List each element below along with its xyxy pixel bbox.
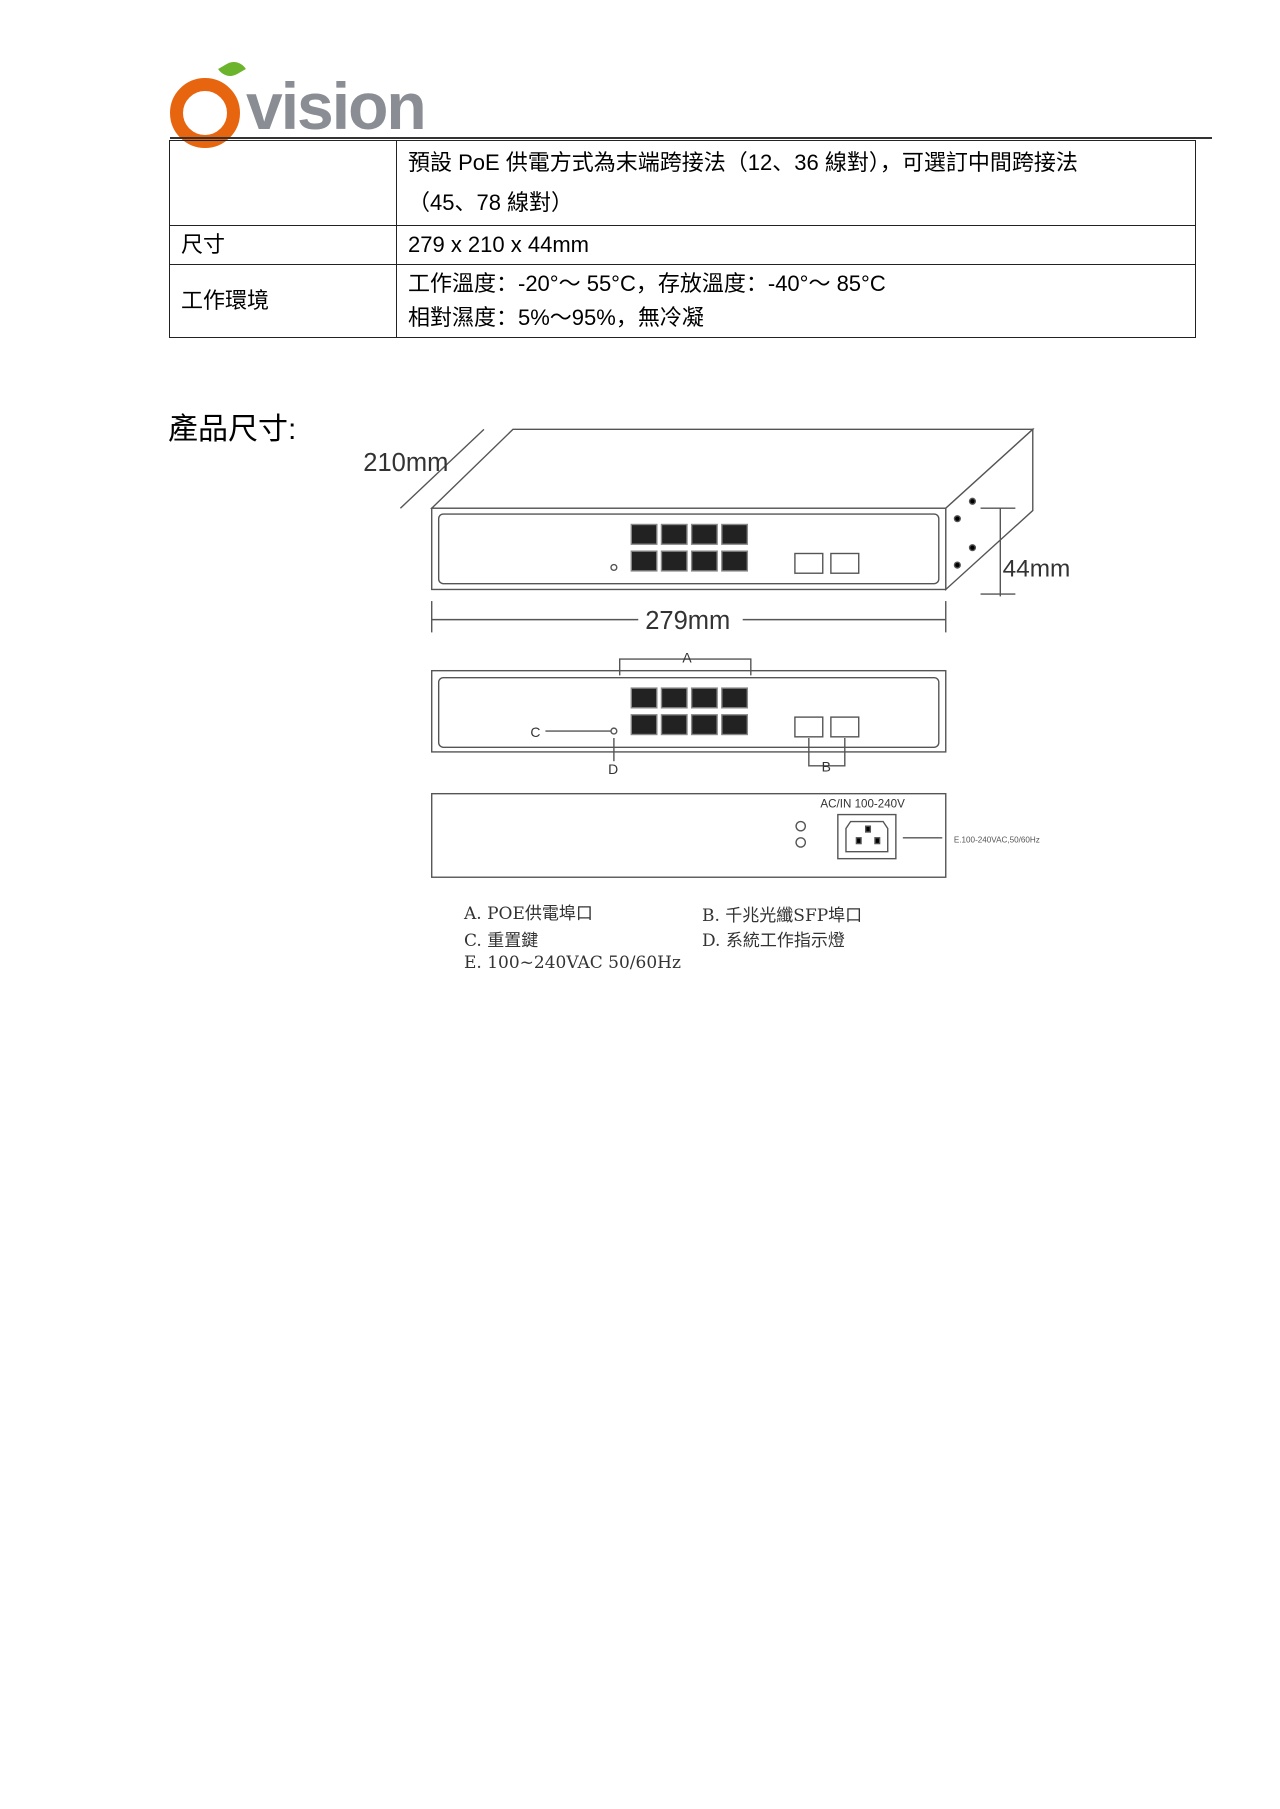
header-rule — [170, 137, 1212, 139]
value-line: 預設 PoE 供電方式為末端跨接法（12、36 線對），可選訂中間跨接法 — [408, 150, 1078, 175]
row-label — [169, 140, 397, 226]
table-row: 工作環境 工作溫度：-20°～ 55°C，存放溫度：-40°～ 85°C 相對濕… — [169, 264, 1196, 338]
height-dimension: 44mm — [980, 507, 1071, 597]
switch-front-view: A C D B — [431, 650, 947, 777]
row-value: 工作溫度：-20°～ 55°C，存放溫度：-40°～ 85°C 相對濕度：5%～… — [396, 264, 1196, 338]
value-line: （45、78 線對） — [408, 190, 574, 215]
row-value: 預設 PoE 供電方式為末端跨接法（12、36 線對），可選訂中間跨接法 （45… — [396, 140, 1196, 226]
callout-a: A — [682, 650, 692, 666]
row-label: 工作環境 — [169, 264, 397, 338]
table-row: 預設 PoE 供電方式為末端跨接法（12、36 線對），可選訂中間跨接法 （45… — [169, 140, 1196, 226]
callout-c: C — [530, 724, 540, 740]
depth-label: 210mm — [363, 449, 448, 477]
row-label: 尺寸 — [169, 225, 397, 265]
value-line: 相對濕度：5%～95%，無冷凝 — [408, 305, 704, 330]
width-label: 279mm — [645, 607, 730, 635]
table-row: 尺寸 279 x 210 x 44mm — [169, 225, 1196, 265]
callout-d: D — [608, 761, 618, 777]
height-label: 44mm — [1003, 556, 1071, 583]
legend-e: E. 100~240VAC 50/60Hz — [464, 953, 681, 973]
switch-rear-view: AC/IN 100-240V E.100-240VAC,50/60Hz — [431, 792, 1040, 878]
switch-3d-view — [429, 427, 1035, 592]
power-socket-icon — [837, 813, 897, 860]
callout-e: E.100-240VAC,50/60Hz — [954, 835, 1040, 844]
power-label: AC/IN 100-240V — [820, 798, 905, 811]
callout-b: B — [822, 759, 831, 775]
section-title: 產品尺寸: — [168, 413, 297, 446]
ground-symbol-icon — [795, 820, 807, 832]
depth-dimension: 210mm — [363, 428, 485, 509]
value-line: 279 x 210 x 44mm — [408, 232, 589, 257]
value-line: 工作溫度：-20°～ 55°C，存放溫度：-40°～ 85°C — [408, 271, 886, 296]
width-dimension: 279mm — [431, 601, 947, 635]
legend-a: A. POE供電埠口 — [464, 904, 593, 924]
row-value: 279 x 210 x 44mm — [396, 225, 1196, 265]
legend-b: B. 千兆光纖SFP埠口 — [702, 906, 863, 926]
legend-c: C. 重置鍵 — [464, 931, 539, 951]
legend-d: D. 系統工作指示燈 — [702, 931, 845, 951]
spec-table: 預設 PoE 供電方式為末端跨接法（12、36 線對），可選訂中間跨接法 （45… — [169, 140, 1196, 338]
logo-wordmark: vision — [246, 69, 427, 143]
